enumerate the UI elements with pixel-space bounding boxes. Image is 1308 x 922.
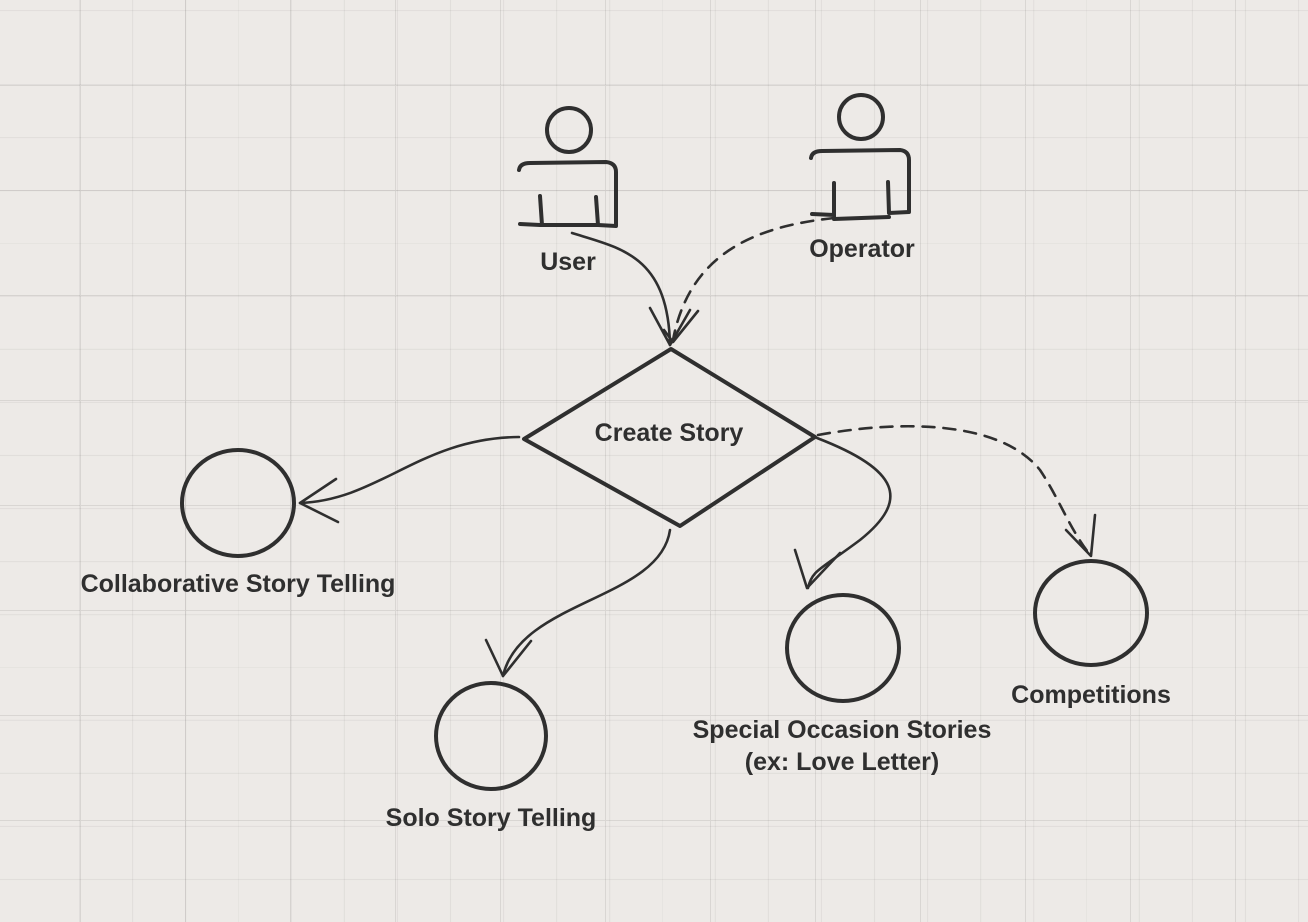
create-story-diamond[interactable] bbox=[522, 347, 817, 528]
arrowhead-user bbox=[648, 306, 692, 347]
edge-to-special-occasion bbox=[806, 436, 892, 590]
arrowhead-competitions bbox=[1064, 513, 1097, 558]
user-actor-icon[interactable] bbox=[517, 106, 618, 228]
edge-user-to-create-story bbox=[570, 231, 672, 347]
arrowhead-special-occasion bbox=[793, 548, 842, 590]
solo-use-case-circle[interactable] bbox=[434, 681, 548, 791]
operator-actor-icon[interactable] bbox=[809, 93, 911, 221]
competitions-label: Competitions bbox=[1011, 681, 1171, 709]
operator-label: Operator bbox=[809, 235, 915, 263]
edge-to-competitions bbox=[816, 424, 1093, 558]
special-occasion-label-line1: Special Occasion Stories bbox=[692, 716, 992, 744]
create-story-label: Create Story bbox=[594, 419, 744, 447]
collaborative-label: Collaborative Story Telling bbox=[80, 570, 396, 598]
arrowhead-operator bbox=[662, 309, 700, 344]
collaborative-use-case-circle[interactable] bbox=[180, 448, 296, 558]
arrowhead-collaborative bbox=[298, 477, 340, 524]
edge-to-solo bbox=[501, 528, 672, 678]
arrowhead-solo bbox=[484, 638, 533, 678]
user-label: User bbox=[540, 248, 596, 276]
solo-label: Solo Story Telling bbox=[385, 804, 597, 832]
edge-operator-to-create-story bbox=[671, 216, 836, 342]
edge-to-collaborative bbox=[298, 435, 521, 505]
special-occasion-use-case-circle[interactable] bbox=[785, 593, 901, 703]
competitions-use-case-circle[interactable] bbox=[1033, 559, 1149, 667]
special-occasion-label-line2: (ex: Love Letter) bbox=[744, 748, 940, 776]
